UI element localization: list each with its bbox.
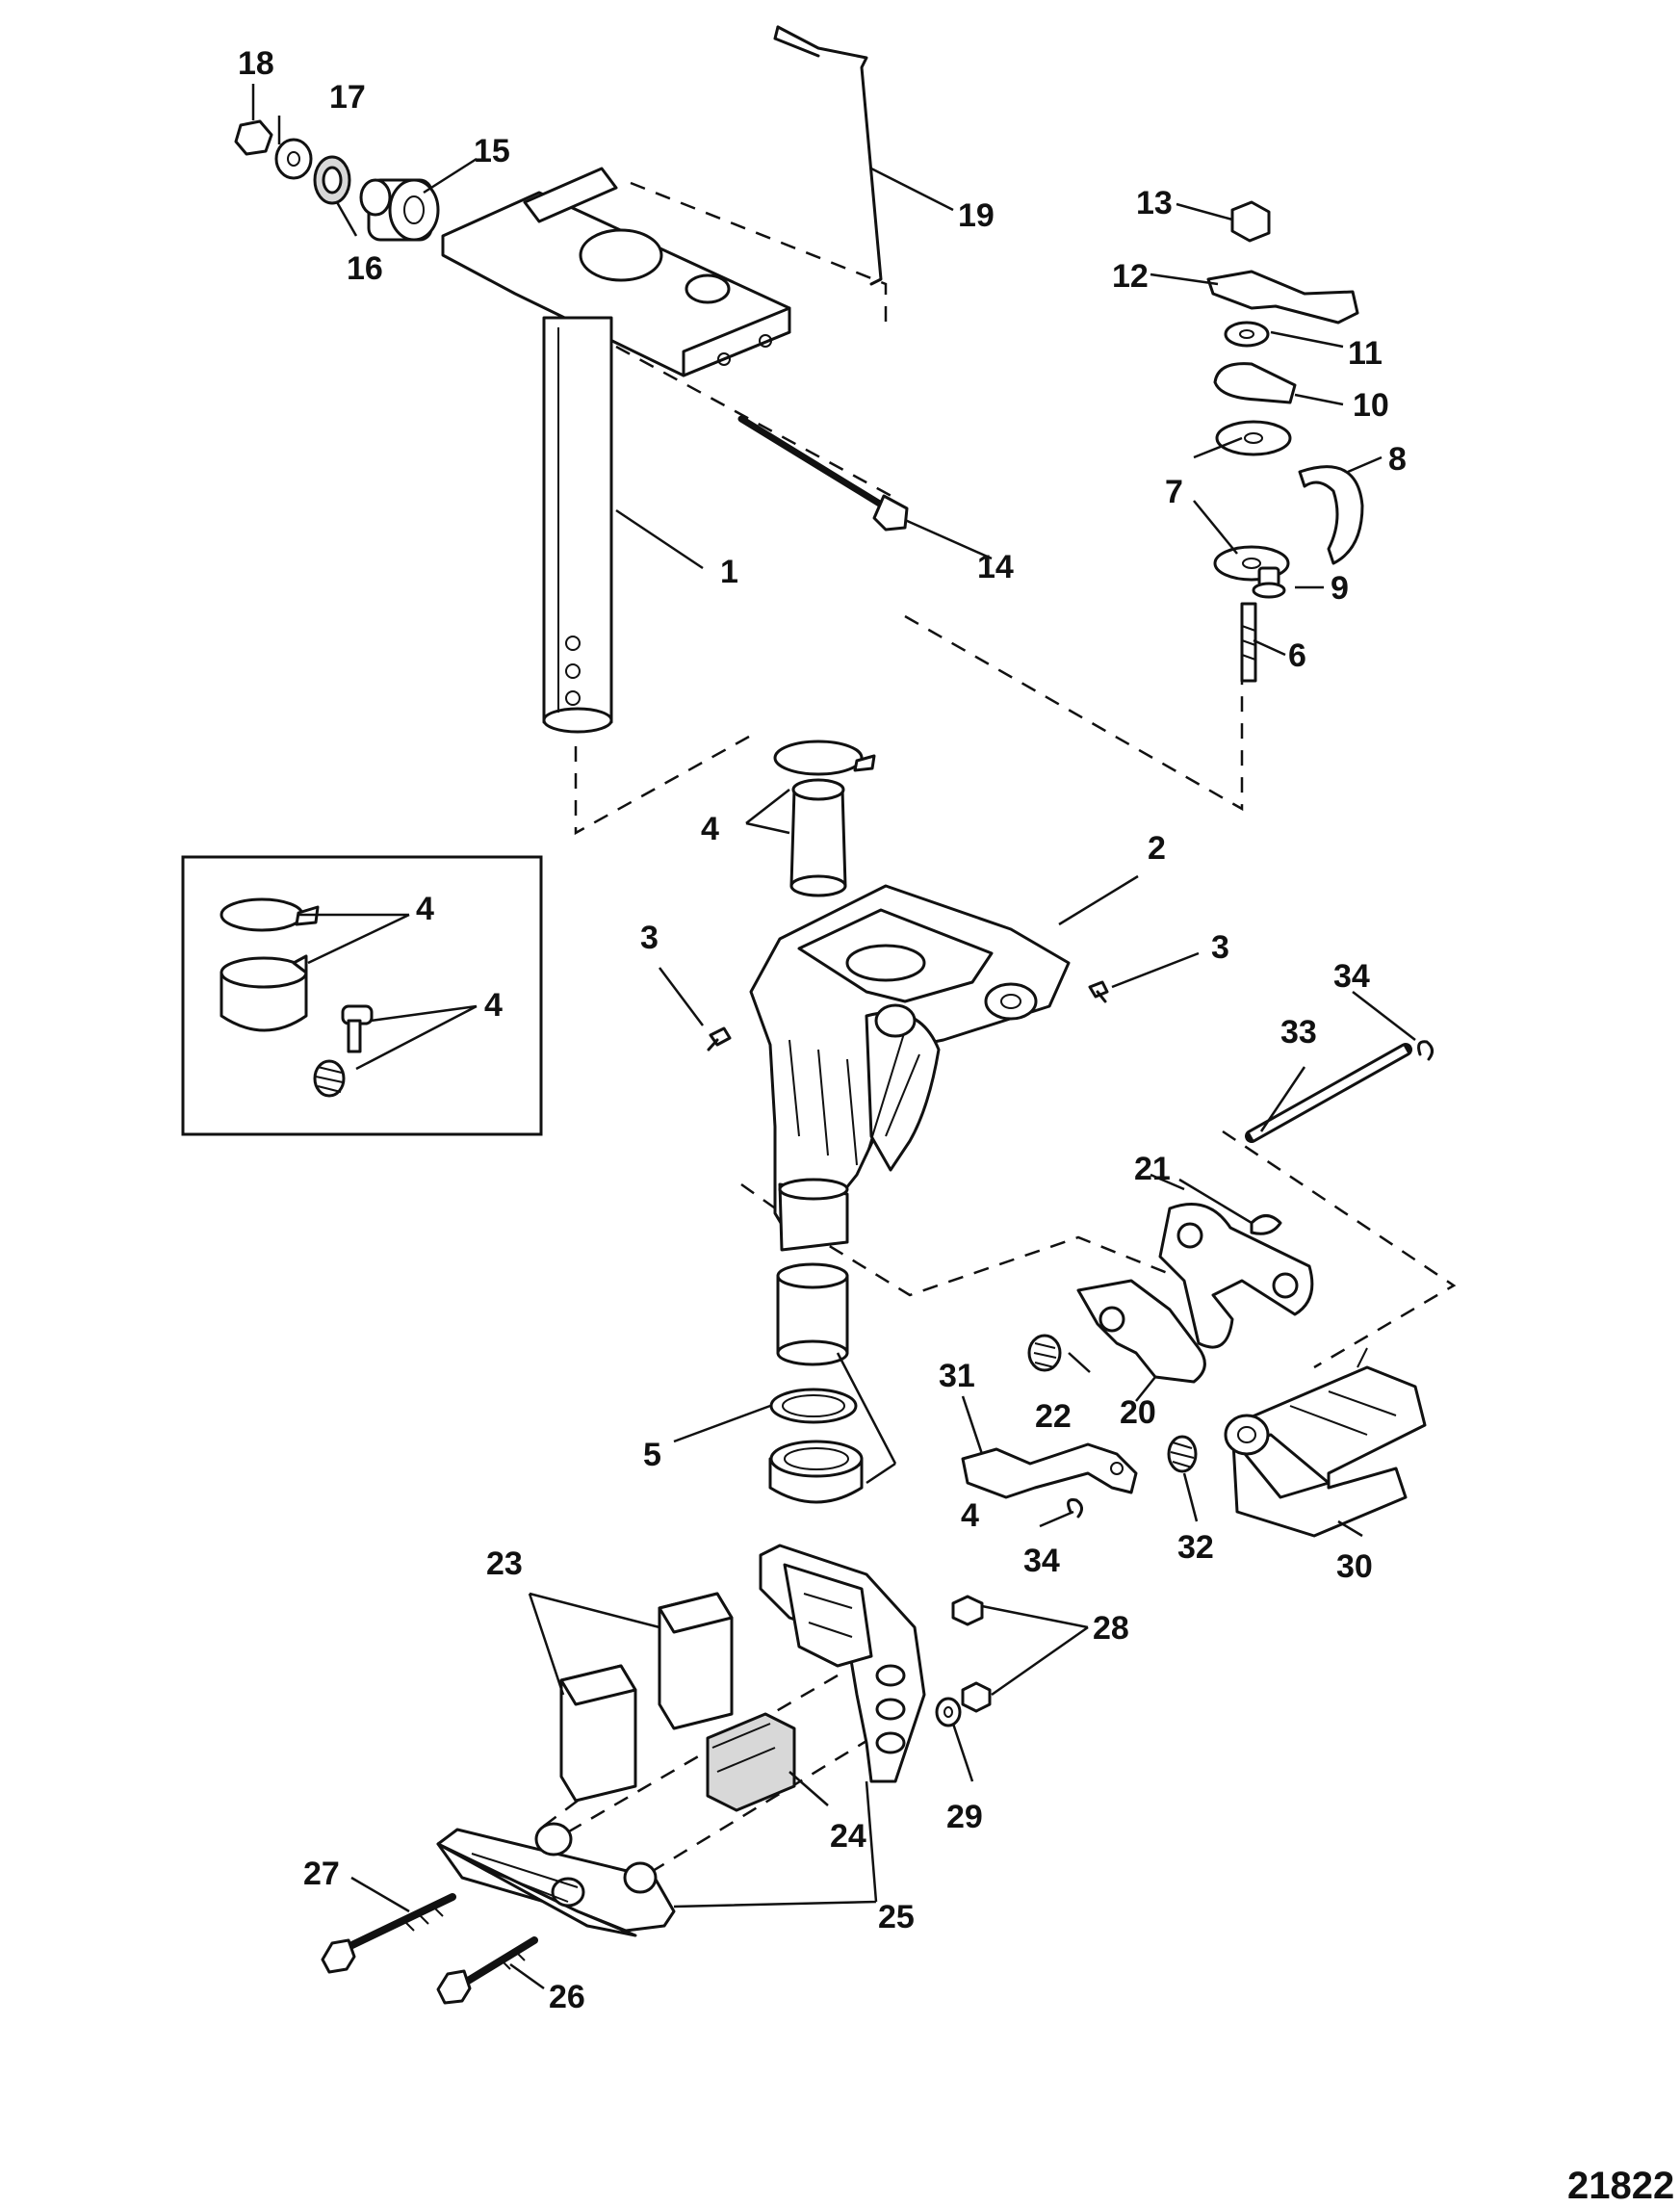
callout-21: 21 [1134,1151,1171,1187]
part-clamp-brackets [436,1544,926,1937]
callout-4-inset-b: 4 [484,987,503,1024]
callout-6: 6 [1288,637,1306,674]
part-long-bolt [737,415,909,532]
inset-box [181,855,543,1136]
callout-27: 27 [303,1856,340,1892]
callout-16: 16 [347,250,383,287]
figure-number: 21822 [1567,2165,1674,2207]
callout-17: 17 [329,79,366,116]
callout-33: 33 [1280,1014,1317,1051]
callout-32: 32 [1177,1529,1214,1566]
callout-18: 18 [238,45,274,82]
callout-14: 14 [977,549,1014,585]
part-lower-bushings [768,1262,864,1504]
callout-3-left: 3 [640,920,659,956]
part-tilt-bracket [1224,1347,1427,1538]
callout-3-right: 3 [1211,929,1229,966]
part-swivel-bracket [749,884,1071,1252]
part-tilt-lever [961,1435,1198,1499]
callout-12: 12 [1112,258,1149,295]
callout-25: 25 [878,1899,915,1935]
callout-13: 13 [1136,185,1173,221]
callout-31: 31 [939,1358,975,1394]
callout-34-top: 34 [1333,958,1370,995]
callout-5: 5 [643,1437,661,1473]
part-upper-bushing [773,740,876,897]
part-clamp-fasteners [321,1595,992,2005]
part-link-rod [773,25,883,286]
part-reverse-lock [1027,1203,1314,1384]
callout-10: 10 [1353,387,1389,424]
part-friction-stack [1206,200,1364,683]
callout-26: 26 [549,1979,585,2015]
callout-1: 1 [720,554,738,590]
part-pin [1067,1040,1434,1519]
callout-19: 19 [958,197,995,234]
callout-8: 8 [1388,441,1407,478]
callout-2: 2 [1148,830,1166,867]
callout-22: 22 [1035,1398,1072,1435]
part-steering-arm [441,167,791,734]
leader-lines [251,84,1416,1990]
callout-numbers: 1 2 3 3 4 4 4 4 5 6 7 8 9 10 11 12 13 14… [238,45,1407,2015]
callout-4-lower: 4 [961,1497,979,1534]
callout-28: 28 [1093,1610,1129,1647]
callout-15: 15 [474,133,510,169]
callout-4-upper: 4 [701,811,719,847]
callout-30: 30 [1336,1548,1373,1585]
callout-29: 29 [946,1799,983,1835]
part-pivot-hardware [234,119,440,242]
part-pads [559,1592,796,1812]
callout-34-bottom: 34 [1023,1543,1060,1579]
part-screws [707,980,1109,1052]
callout-7: 7 [1165,474,1183,510]
callout-24: 24 [830,1818,866,1855]
callout-20: 20 [1120,1394,1156,1431]
callout-4-inset-a: 4 [416,891,434,927]
callout-11: 11 [1348,335,1383,372]
callout-9: 9 [1331,570,1349,607]
callout-23: 23 [486,1545,523,1582]
